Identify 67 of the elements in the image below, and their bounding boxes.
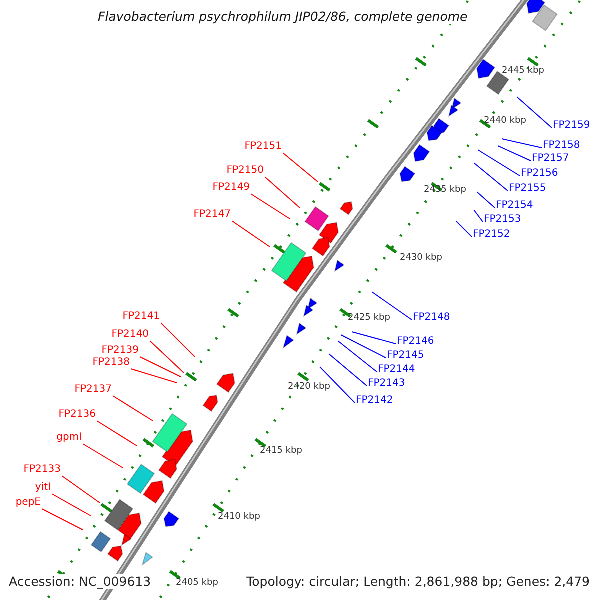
leader-line <box>112 396 154 422</box>
leader-line <box>476 192 496 208</box>
gene-label: gpmI <box>56 432 82 444</box>
gene-label: FP2146 <box>397 336 434 348</box>
leader-line <box>474 162 508 192</box>
gene-label: FP2153 <box>484 214 522 226</box>
leader-line <box>232 220 270 248</box>
gene-label: FP2149 <box>212 182 250 194</box>
leader-line <box>282 152 318 182</box>
gene-label: FP2136 <box>58 409 96 421</box>
scale-label: 2405 kbp <box>176 578 218 588</box>
leader-line <box>42 508 84 530</box>
leader-line <box>502 138 542 148</box>
leader-line <box>130 368 178 384</box>
scale-label: 2425 kbp <box>348 313 390 323</box>
leader-line <box>160 322 196 358</box>
gene-label: FP2151 <box>244 141 282 153</box>
leader-line <box>372 292 412 320</box>
gene-label: FP2150 <box>226 165 264 177</box>
leader-line <box>264 176 300 208</box>
leader-line <box>96 420 138 446</box>
gene-label: FP2157 <box>532 153 570 165</box>
gene-label: FP2142 <box>356 395 394 407</box>
gene-label: FP2145 <box>387 350 424 362</box>
leader-line <box>62 476 100 504</box>
gene-label: FP2154 <box>496 200 534 212</box>
gene-label: FP2143 <box>368 378 406 390</box>
leader-line <box>338 340 378 372</box>
scale-label: 2430 kbp <box>400 253 442 263</box>
leader-line <box>340 334 386 358</box>
accession-text: Accession: NC_009613 <box>8 574 152 589</box>
scale-label: 2435 kbp <box>424 185 466 195</box>
gene-label: FP2144 <box>378 364 416 376</box>
leader-line <box>150 340 184 374</box>
leader-line <box>352 332 396 344</box>
gene-label: FP2156 <box>521 168 558 180</box>
leader-line <box>474 210 484 222</box>
leader-line <box>140 356 182 378</box>
gene-label: FP2138 <box>92 357 130 369</box>
gene-label: FP2137 <box>74 384 112 396</box>
gene-label: yitI <box>35 482 51 494</box>
scale-label: 2420 kbp <box>288 382 330 392</box>
gene-label: FP2155 <box>509 183 546 195</box>
gene-label: FP2139 <box>102 345 139 357</box>
genome-info-text: Topology: circular; Length: 2,861,988 bp; Genes: 2,479 <box>246 574 591 589</box>
gene-label: FP2158 <box>543 140 580 152</box>
scale-label: 2440 kbp <box>484 116 526 126</box>
leader-line <box>498 146 532 162</box>
scale-label: 2445 kbp <box>502 66 544 76</box>
gene-label: pepE <box>16 497 41 509</box>
gene-label: FP2141 <box>122 311 160 323</box>
scale-label: 2410 kbp <box>218 512 260 522</box>
leader-line <box>478 150 520 176</box>
leader-line <box>320 366 356 404</box>
leader-line <box>516 96 552 128</box>
gene-label: FP2140 <box>112 329 149 341</box>
leader-line <box>328 354 368 386</box>
gene-label: FP2133 <box>24 464 61 476</box>
gene-label: FP2159 <box>553 120 590 132</box>
leader-line <box>456 220 472 238</box>
leader-line <box>250 194 290 220</box>
gene-label: FP2147 <box>194 209 231 221</box>
leader-line <box>82 444 124 468</box>
gene-label: FP2148 <box>413 312 450 324</box>
leader-line <box>52 494 92 516</box>
scale-label: 2415 kbp <box>260 446 302 456</box>
gene-label: FP2152 <box>473 229 510 241</box>
